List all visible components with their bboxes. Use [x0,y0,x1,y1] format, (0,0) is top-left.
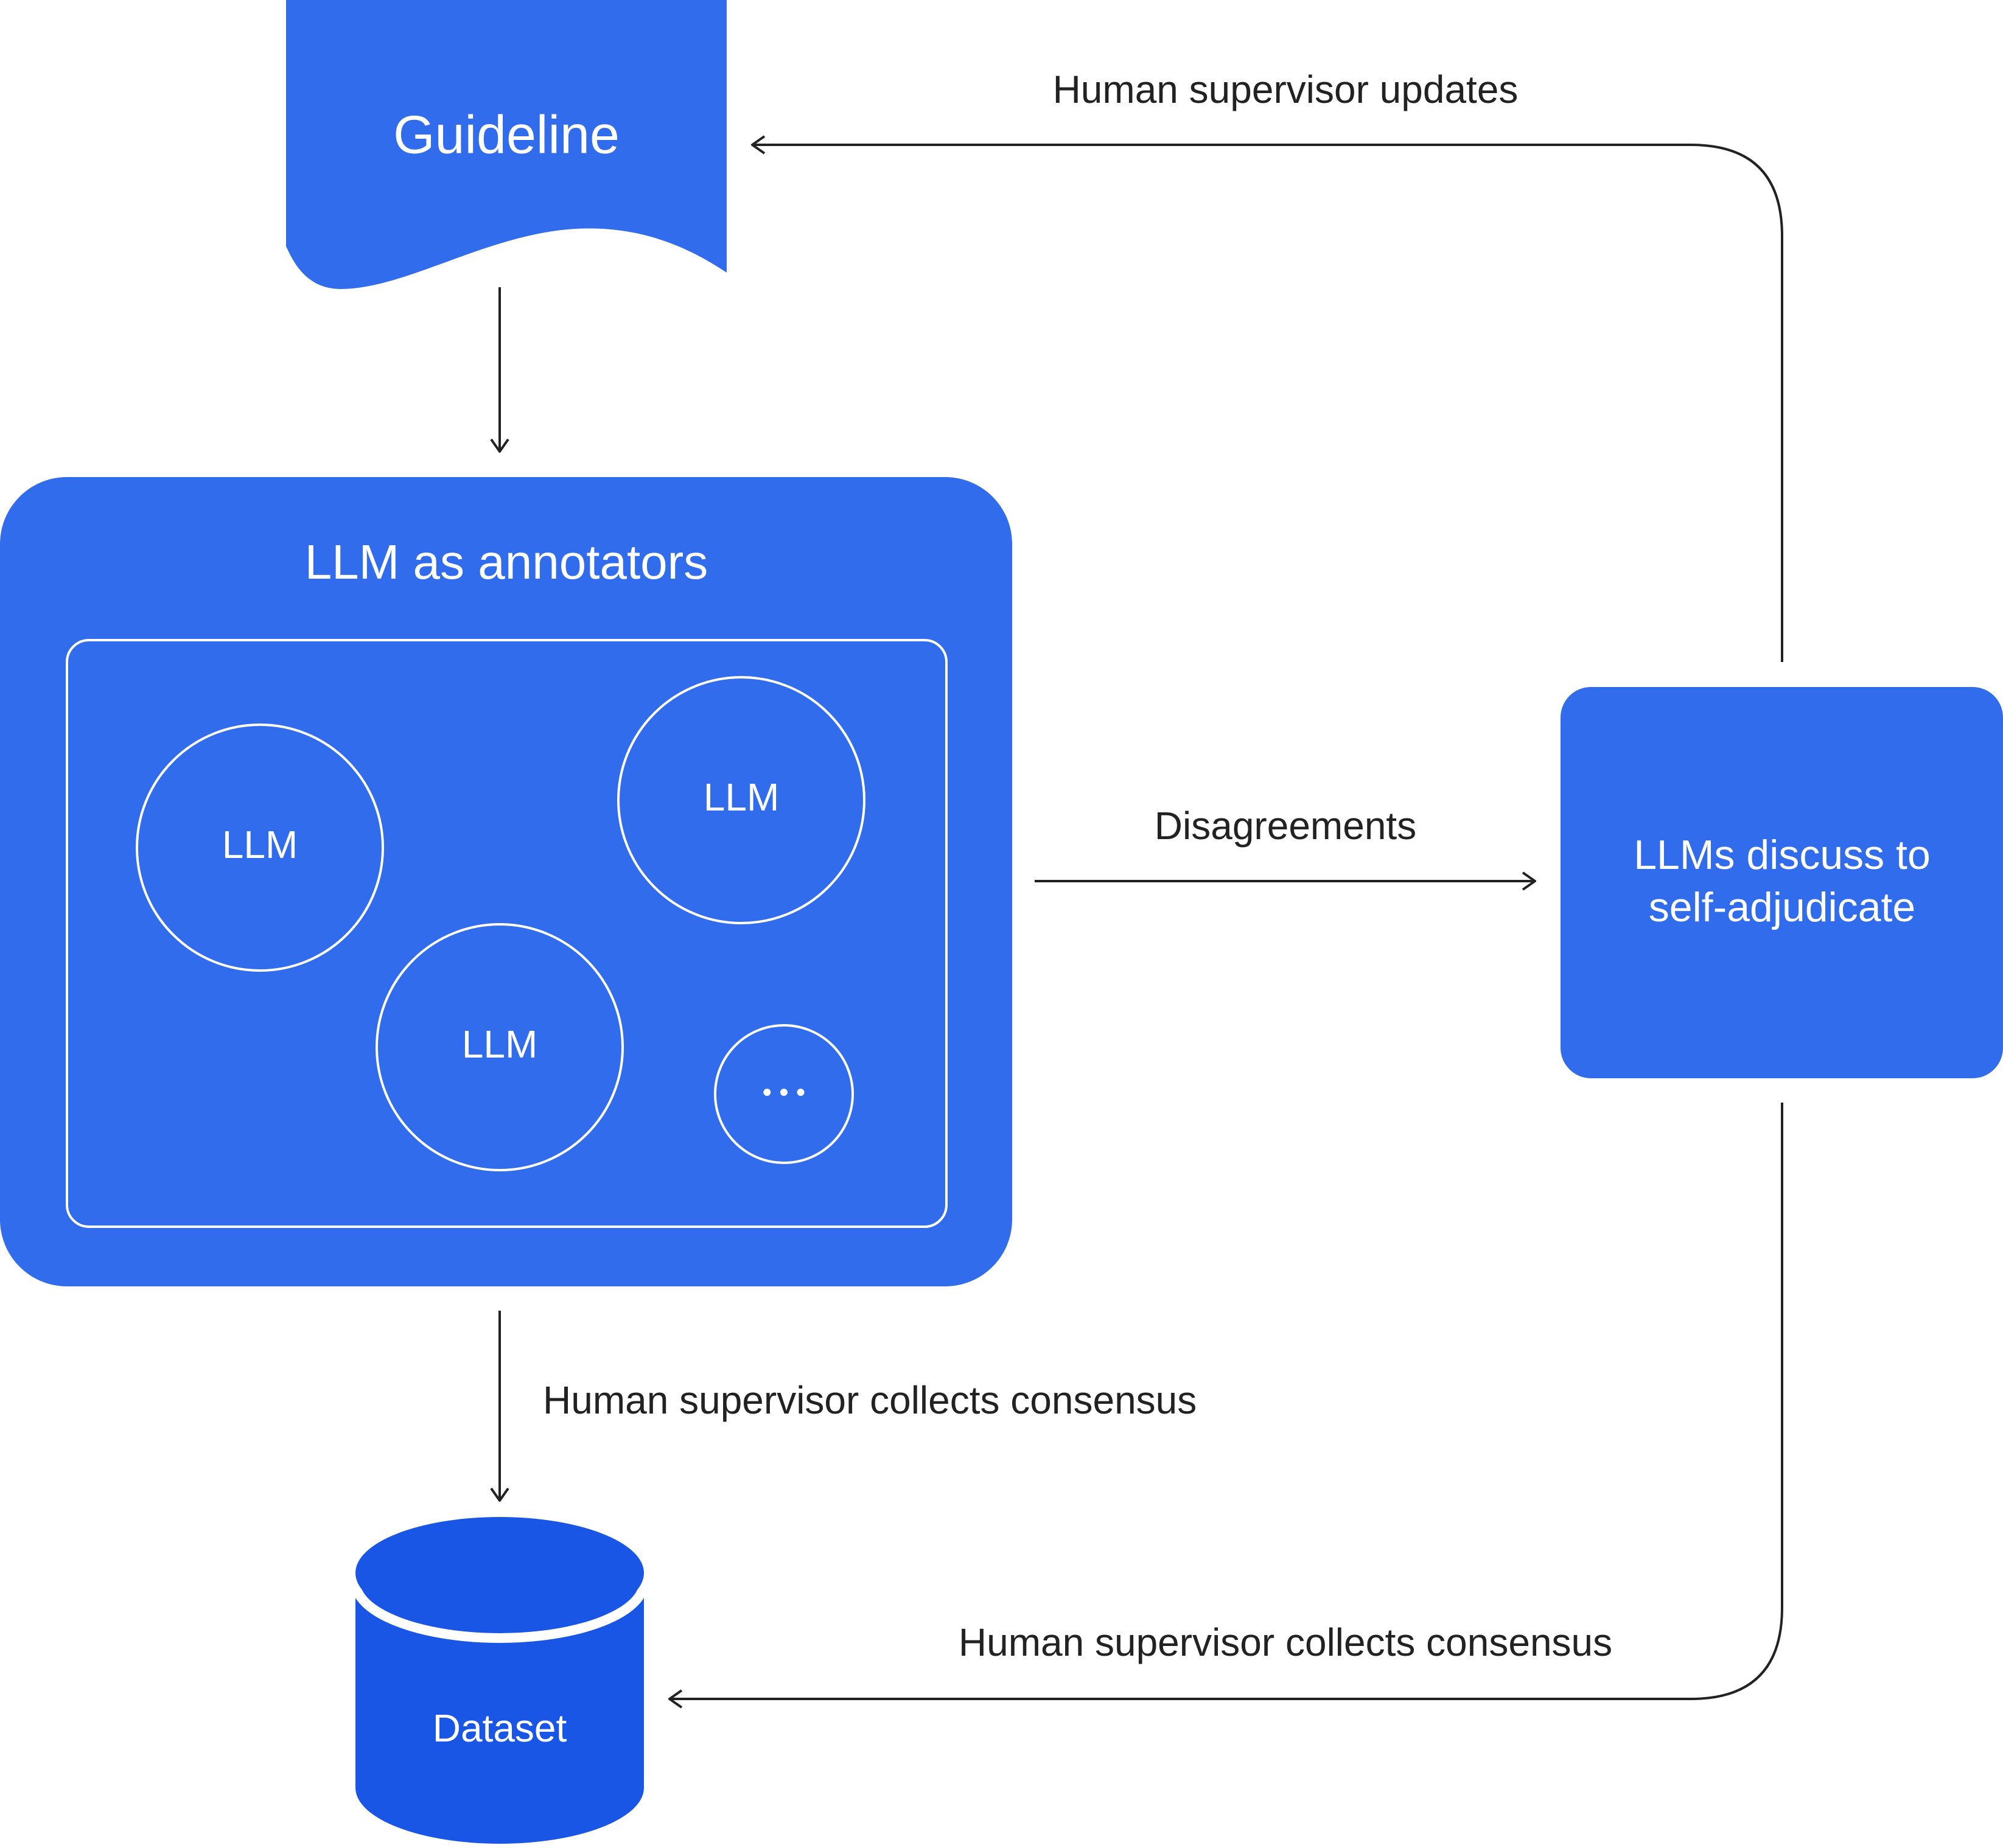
adjudicate-box [1561,687,2003,1078]
edge-updates-label: Human supervisor updates [1053,68,1519,111]
adjudicate-label-line-2: self-adjudicate [1649,884,1915,930]
llm-annotator-2-circle [617,676,865,924]
guideline-shape [286,0,727,289]
llm-annotator-1: LLM [136,724,384,972]
annotators-node: LLM as annotators LLM LLM LLM • • • [0,477,1012,1286]
edge-consensus-adjudicated [669,1103,1783,1699]
edge-disagreements-label: Disagreements [1155,804,1416,848]
llm-annotator-1-label: LLM [222,823,298,866]
annotators-panel [0,477,1012,1286]
guideline-node: Guideline [286,0,727,289]
dataset-label: Dataset [433,1706,567,1750]
dataset-cylinder-body [355,1582,644,1844]
llm-annotator-2-label: LLM [704,775,780,819]
dataset-node: Dataset [351,1517,649,1844]
llm-annotator-more-circle [714,1024,854,1164]
llm-annotator-3: LLM [376,923,624,1171]
annotators-inner-frame [66,639,948,1228]
guideline-label: Guideline [393,104,620,164]
ellipsis-label: • • • [763,1078,806,1107]
adjudicate-node: LLMs discuss to self-adjudicate [1561,687,2003,1078]
edge-updates [752,145,1783,662]
llm-annotator-3-label: LLM [462,1022,538,1066]
guideline-shape-corners [286,0,727,61]
adjudicate-label-line-1: LLMs discuss to [1634,832,1931,878]
dataset-cylinder-top [355,1517,644,1629]
edge-consensus-direct-label: Human supervisor collects consensus [543,1378,1197,1422]
dataset-cylinder-rim [351,1581,649,1643]
edge-consensus-adjudicated-label: Human supervisor collects consensus [959,1620,1612,1664]
annotators-title: LLM as annotators [305,535,708,589]
llm-annotator-more: • • • [714,1024,854,1164]
llm-annotator-1-circle [136,724,384,972]
llm-annotator-2: LLM [617,676,865,924]
llm-annotator-3-circle [376,923,624,1171]
